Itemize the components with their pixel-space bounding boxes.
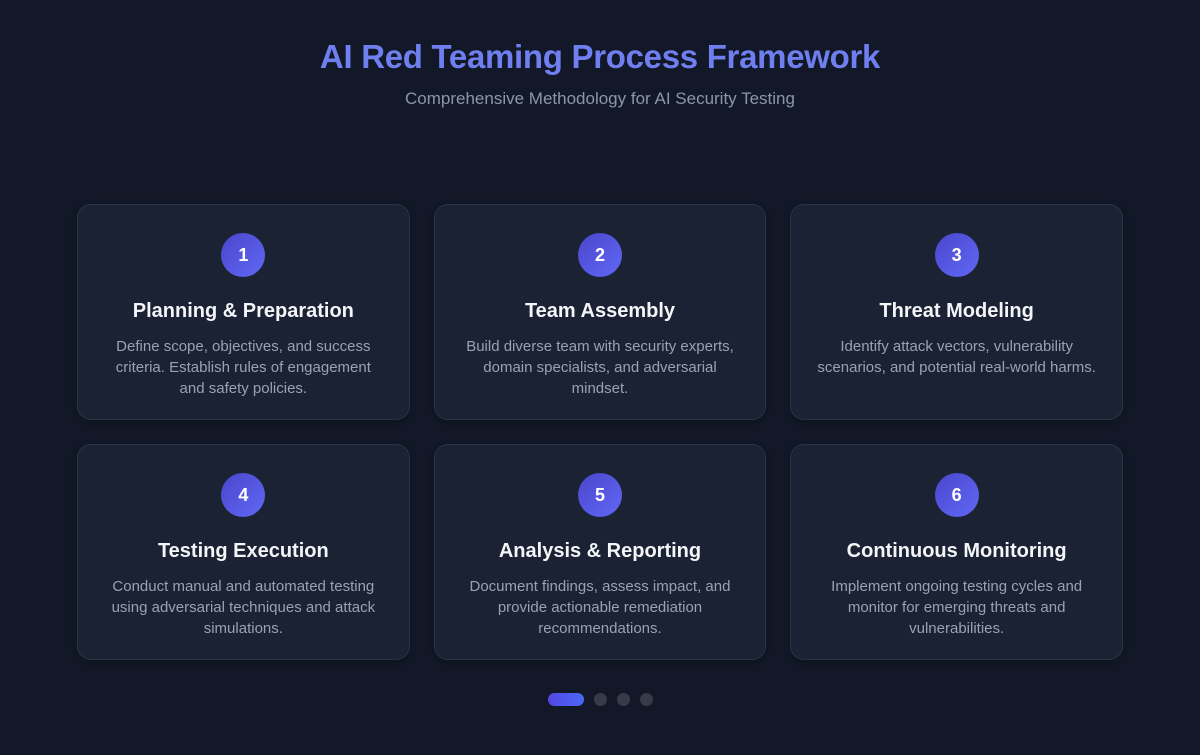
- step-card-analysis-reporting: 5 Analysis & Reporting Document findings…: [433, 444, 767, 660]
- step-description: Conduct manual and automated testing usi…: [111, 578, 376, 637]
- step-description: Identify attack vectors, vulnerability s…: [817, 338, 1096, 376]
- page-title: AI Red Teaming Process Framework: [319, 38, 881, 75]
- step-title: Threat Modeling: [879, 300, 1034, 322]
- step-number-badge: 4: [221, 473, 266, 517]
- step-card-threat-modeling: 3 Threat Modeling Identify attack vector…: [790, 204, 1123, 420]
- pagination-dot[interactable]: [639, 693, 653, 706]
- step-description: Implement ongoing testing cycles and mon…: [831, 578, 1083, 637]
- step-card-team-assembly: 2 Team Assembly Build diverse team with …: [433, 204, 767, 420]
- step-card-continuous-monitoring: 6 Continuous Monitoring Implement ongoin…: [790, 444, 1123, 660]
- step-description: Define scope, objectives, and success cr…: [115, 338, 371, 397]
- step-number-badge: 3: [934, 233, 979, 277]
- pagination-dot-active[interactable]: [547, 693, 584, 706]
- step-title: Planning & Preparation: [132, 300, 354, 322]
- step-number-badge: 1: [221, 233, 266, 277]
- step-card-planning-preparation: 1 Planning & Preparation Define scope, o…: [77, 204, 410, 420]
- page-header: AI Red Teaming Process Framework Compreh…: [0, 0, 1200, 109]
- step-number-badge: 6: [934, 473, 979, 517]
- pagination-dot[interactable]: [593, 693, 607, 706]
- carousel-pagination: [0, 693, 1200, 706]
- step-number-badge: 2: [577, 233, 622, 277]
- step-title: Testing Execution: [157, 540, 329, 562]
- step-title: Continuous Monitoring: [846, 540, 1067, 562]
- step-title: Analysis & Reporting: [498, 540, 702, 562]
- step-card-testing-execution: 4 Testing Execution Conduct manual and a…: [77, 444, 410, 660]
- process-steps-grid: 1 Planning & Preparation Define scope, o…: [77, 204, 1123, 660]
- step-number-badge: 5: [577, 473, 622, 517]
- step-description: Build diverse team with security experts…: [466, 338, 734, 397]
- step-title: Team Assembly: [524, 300, 676, 322]
- page-subtitle: Comprehensive Methodology for AI Securit…: [405, 89, 795, 108]
- pagination-dot[interactable]: [616, 693, 630, 706]
- step-description: Document findings, assess impact, and pr…: [469, 578, 731, 637]
